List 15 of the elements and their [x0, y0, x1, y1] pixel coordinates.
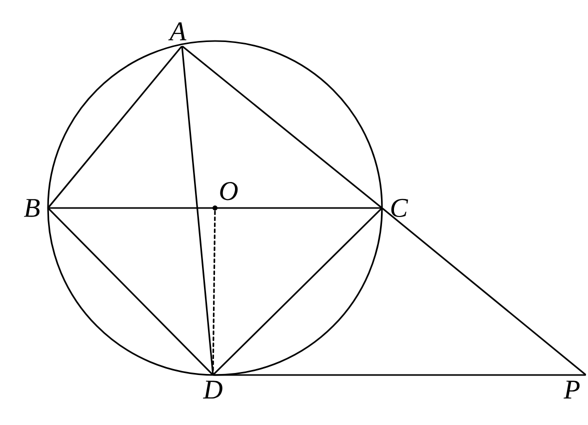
line-segment	[181, 46, 214, 375]
point-label: O	[212, 182, 238, 210]
line-segment	[212, 210, 216, 375]
point-label: C	[391, 198, 408, 218]
line-segment	[48, 46, 182, 208]
line-segment	[213, 208, 382, 375]
point-label: B	[24, 199, 40, 217]
line-segment	[213, 374, 586, 376]
point-label: P	[564, 380, 580, 398]
point-label: A	[168, 22, 186, 40]
line-segment	[48, 207, 382, 209]
line-segment	[382, 208, 586, 376]
line-segment	[48, 208, 214, 375]
point-label: D	[202, 380, 222, 399]
line-segment	[182, 46, 382, 208]
